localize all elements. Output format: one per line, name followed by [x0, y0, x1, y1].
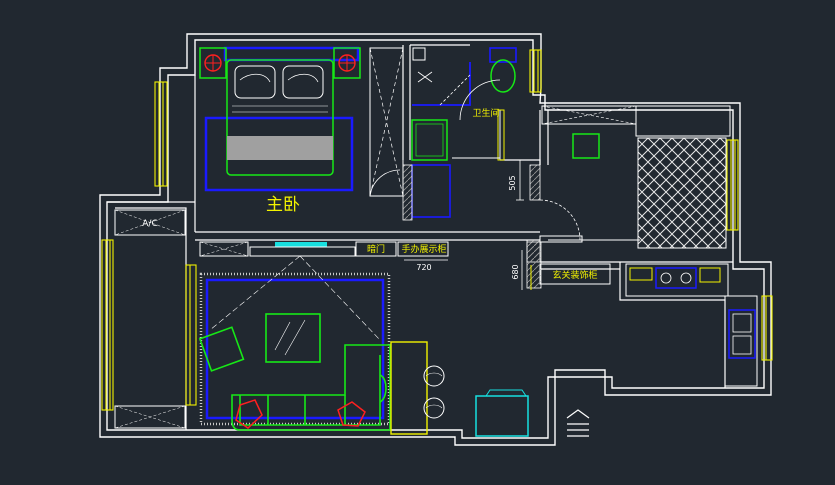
- entry-stairs-icon: [566, 409, 590, 437]
- bath-vanity: [411, 119, 448, 161]
- herringbone-floor: [637, 137, 727, 249]
- armchair-kitchen: [572, 133, 600, 159]
- dimension-680: 680: [511, 250, 523, 290]
- ac-room: A/C: [114, 209, 186, 429]
- label-hidden-door: 暗门: [367, 243, 385, 255]
- living-room: [198, 255, 529, 437]
- kitchen-counter: [625, 263, 758, 387]
- label-bathroom: 卫生间: [472, 107, 499, 119]
- label-entry-cabinet: 玄关装饰柜: [552, 269, 597, 281]
- kitchen-sink: [728, 309, 756, 359]
- dim-505-text: 505: [508, 175, 517, 190]
- wardrobe: [369, 47, 404, 197]
- pillow-right: [282, 65, 324, 99]
- stool-2: [423, 397, 445, 419]
- living-rug: [205, 278, 385, 420]
- bed: [226, 59, 334, 176]
- bed-headboard: [223, 46, 360, 62]
- cooktop: [655, 267, 697, 289]
- tv-unit: [275, 242, 327, 247]
- windows: [101, 49, 773, 411]
- bedroom-rug: [204, 116, 354, 192]
- cushion-left-icon: [235, 399, 263, 429]
- dimension-505: 505: [508, 159, 524, 201]
- entry-cabinet: 玄关装饰柜: [526, 241, 611, 290]
- side-desk: [390, 341, 428, 435]
- bed-blanket: [227, 136, 333, 160]
- floor-drain: [412, 47, 426, 61]
- coffee-table: [265, 313, 321, 363]
- cushion-right-icon: [337, 401, 366, 427]
- shower-screen: [412, 62, 471, 106]
- pillow-left: [234, 65, 276, 99]
- sofa: [231, 344, 391, 431]
- label-master-bedroom: 主卧: [266, 195, 300, 215]
- bathroom: 卫生间: [411, 47, 517, 161]
- dim-720-text: 720: [416, 263, 431, 272]
- corridor-cabinets: 暗门 手办展示柜 720: [199, 241, 449, 272]
- toilet: [489, 47, 517, 93]
- label-ac: A/C: [142, 219, 157, 229]
- label-display-cabinet: 手办展示柜: [401, 243, 446, 255]
- master-bedroom: 主卧: [199, 46, 404, 215]
- kitchen-area: [541, 105, 731, 249]
- shower-head-icon: [417, 71, 433, 83]
- interior-walls: [107, 44, 733, 430]
- shoe-cabinet: [475, 395, 529, 437]
- range-hood-icon: [629, 267, 653, 281]
- stool-1: [423, 365, 445, 387]
- dim-680-text: 680: [511, 264, 520, 279]
- hall-cabinet: [402, 164, 541, 221]
- nightstand-left: [199, 47, 227, 79]
- armchair: [198, 326, 245, 372]
- nightstand-right: [333, 47, 361, 79]
